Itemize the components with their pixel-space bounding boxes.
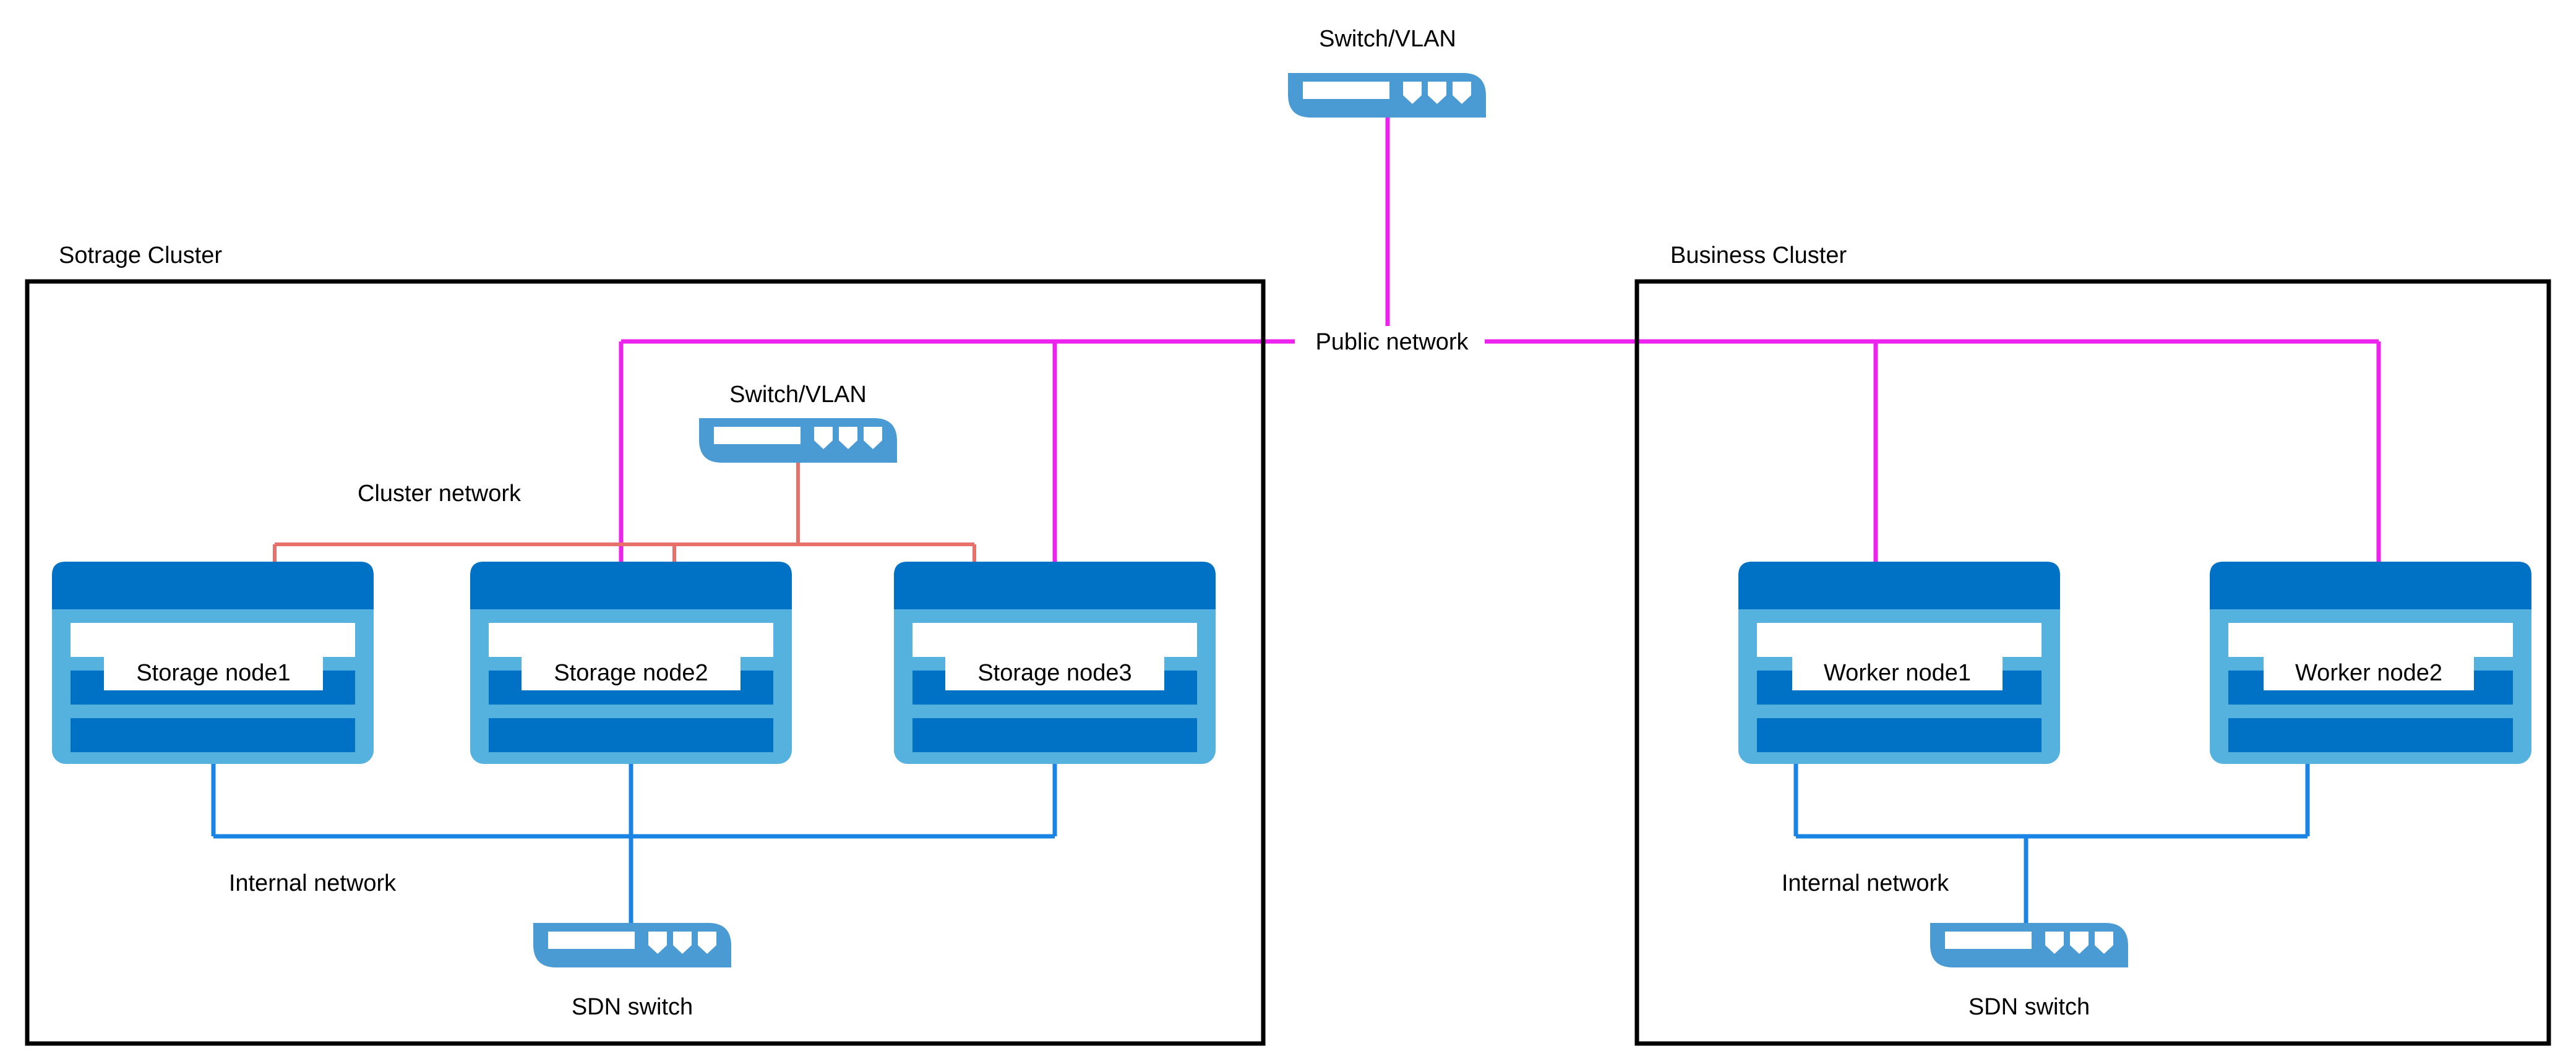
cluster-network-links bbox=[273, 461, 976, 562]
storage-sdn-switch-label: SDN switch bbox=[572, 994, 693, 1020]
business-cluster-title: Business Cluster bbox=[1670, 242, 1847, 268]
storage-node-2-label-bg bbox=[522, 654, 741, 690]
cluster-network-label: Cluster network bbox=[358, 481, 522, 507]
business-sdn-switch-label: SDN switch bbox=[1968, 994, 2090, 1020]
public-network-label-bg bbox=[1299, 326, 1485, 357]
storage-node-3[interactable]: Storage node3 bbox=[894, 562, 1216, 764]
storage-internal-network-label: Internal network bbox=[229, 870, 397, 896]
business-internal-network-links bbox=[1793, 764, 2310, 923]
business-internal-network-label: Internal network bbox=[1782, 870, 1949, 896]
storage-switch-label: Switch/VLAN bbox=[729, 382, 867, 408]
network-switch-icon[interactable] bbox=[533, 923, 731, 967]
public-network-label: Public network bbox=[1315, 329, 1469, 355]
worker-node-1-label: Worker node1 bbox=[1824, 660, 1971, 686]
business-cluster-box bbox=[1634, 279, 2551, 1046]
storage-node-1-label-bg bbox=[104, 654, 323, 690]
storage-node-2-label: Storage node2 bbox=[554, 660, 708, 686]
network-switch-icon[interactable] bbox=[1930, 923, 2128, 967]
top-switch-label: Switch/VLAN bbox=[1319, 26, 1456, 52]
network-switch-icon[interactable] bbox=[1288, 73, 1486, 118]
worker-node-1-label-bg bbox=[1792, 654, 2003, 690]
storage-node-2[interactable]: Storage node2 bbox=[470, 562, 792, 764]
storage-internal-network-links bbox=[211, 764, 1057, 923]
storage-node-1[interactable]: Storage node1 bbox=[52, 562, 374, 764]
storage-switch-group[interactable]: Switch/VLAN bbox=[699, 382, 897, 463]
worker-node-2[interactable]: Worker node2 bbox=[2210, 562, 2531, 764]
storage-node-1-label: Storage node1 bbox=[136, 660, 290, 686]
top-switch-group[interactable]: Switch/VLAN bbox=[1288, 26, 1486, 118]
storage-cluster-box bbox=[25, 279, 1266, 1046]
business-sdn-switch-group[interactable]: SDN switch bbox=[1930, 923, 2128, 1020]
network-switch-icon[interactable] bbox=[699, 418, 897, 463]
storage-node-3-label: Storage node3 bbox=[977, 660, 1131, 686]
worker-node-2-label-bg bbox=[2264, 654, 2474, 690]
worker-node-1[interactable]: Worker node1 bbox=[1738, 562, 2060, 764]
public-network-links bbox=[619, 118, 2381, 562]
worker-node-2-label: Worker node2 bbox=[2295, 660, 2442, 686]
storage-sdn-switch-group[interactable]: SDN switch bbox=[533, 923, 731, 1020]
storage-cluster-title: Sotrage Cluster bbox=[59, 242, 222, 268]
storage-node-3-label-bg bbox=[945, 654, 1164, 690]
